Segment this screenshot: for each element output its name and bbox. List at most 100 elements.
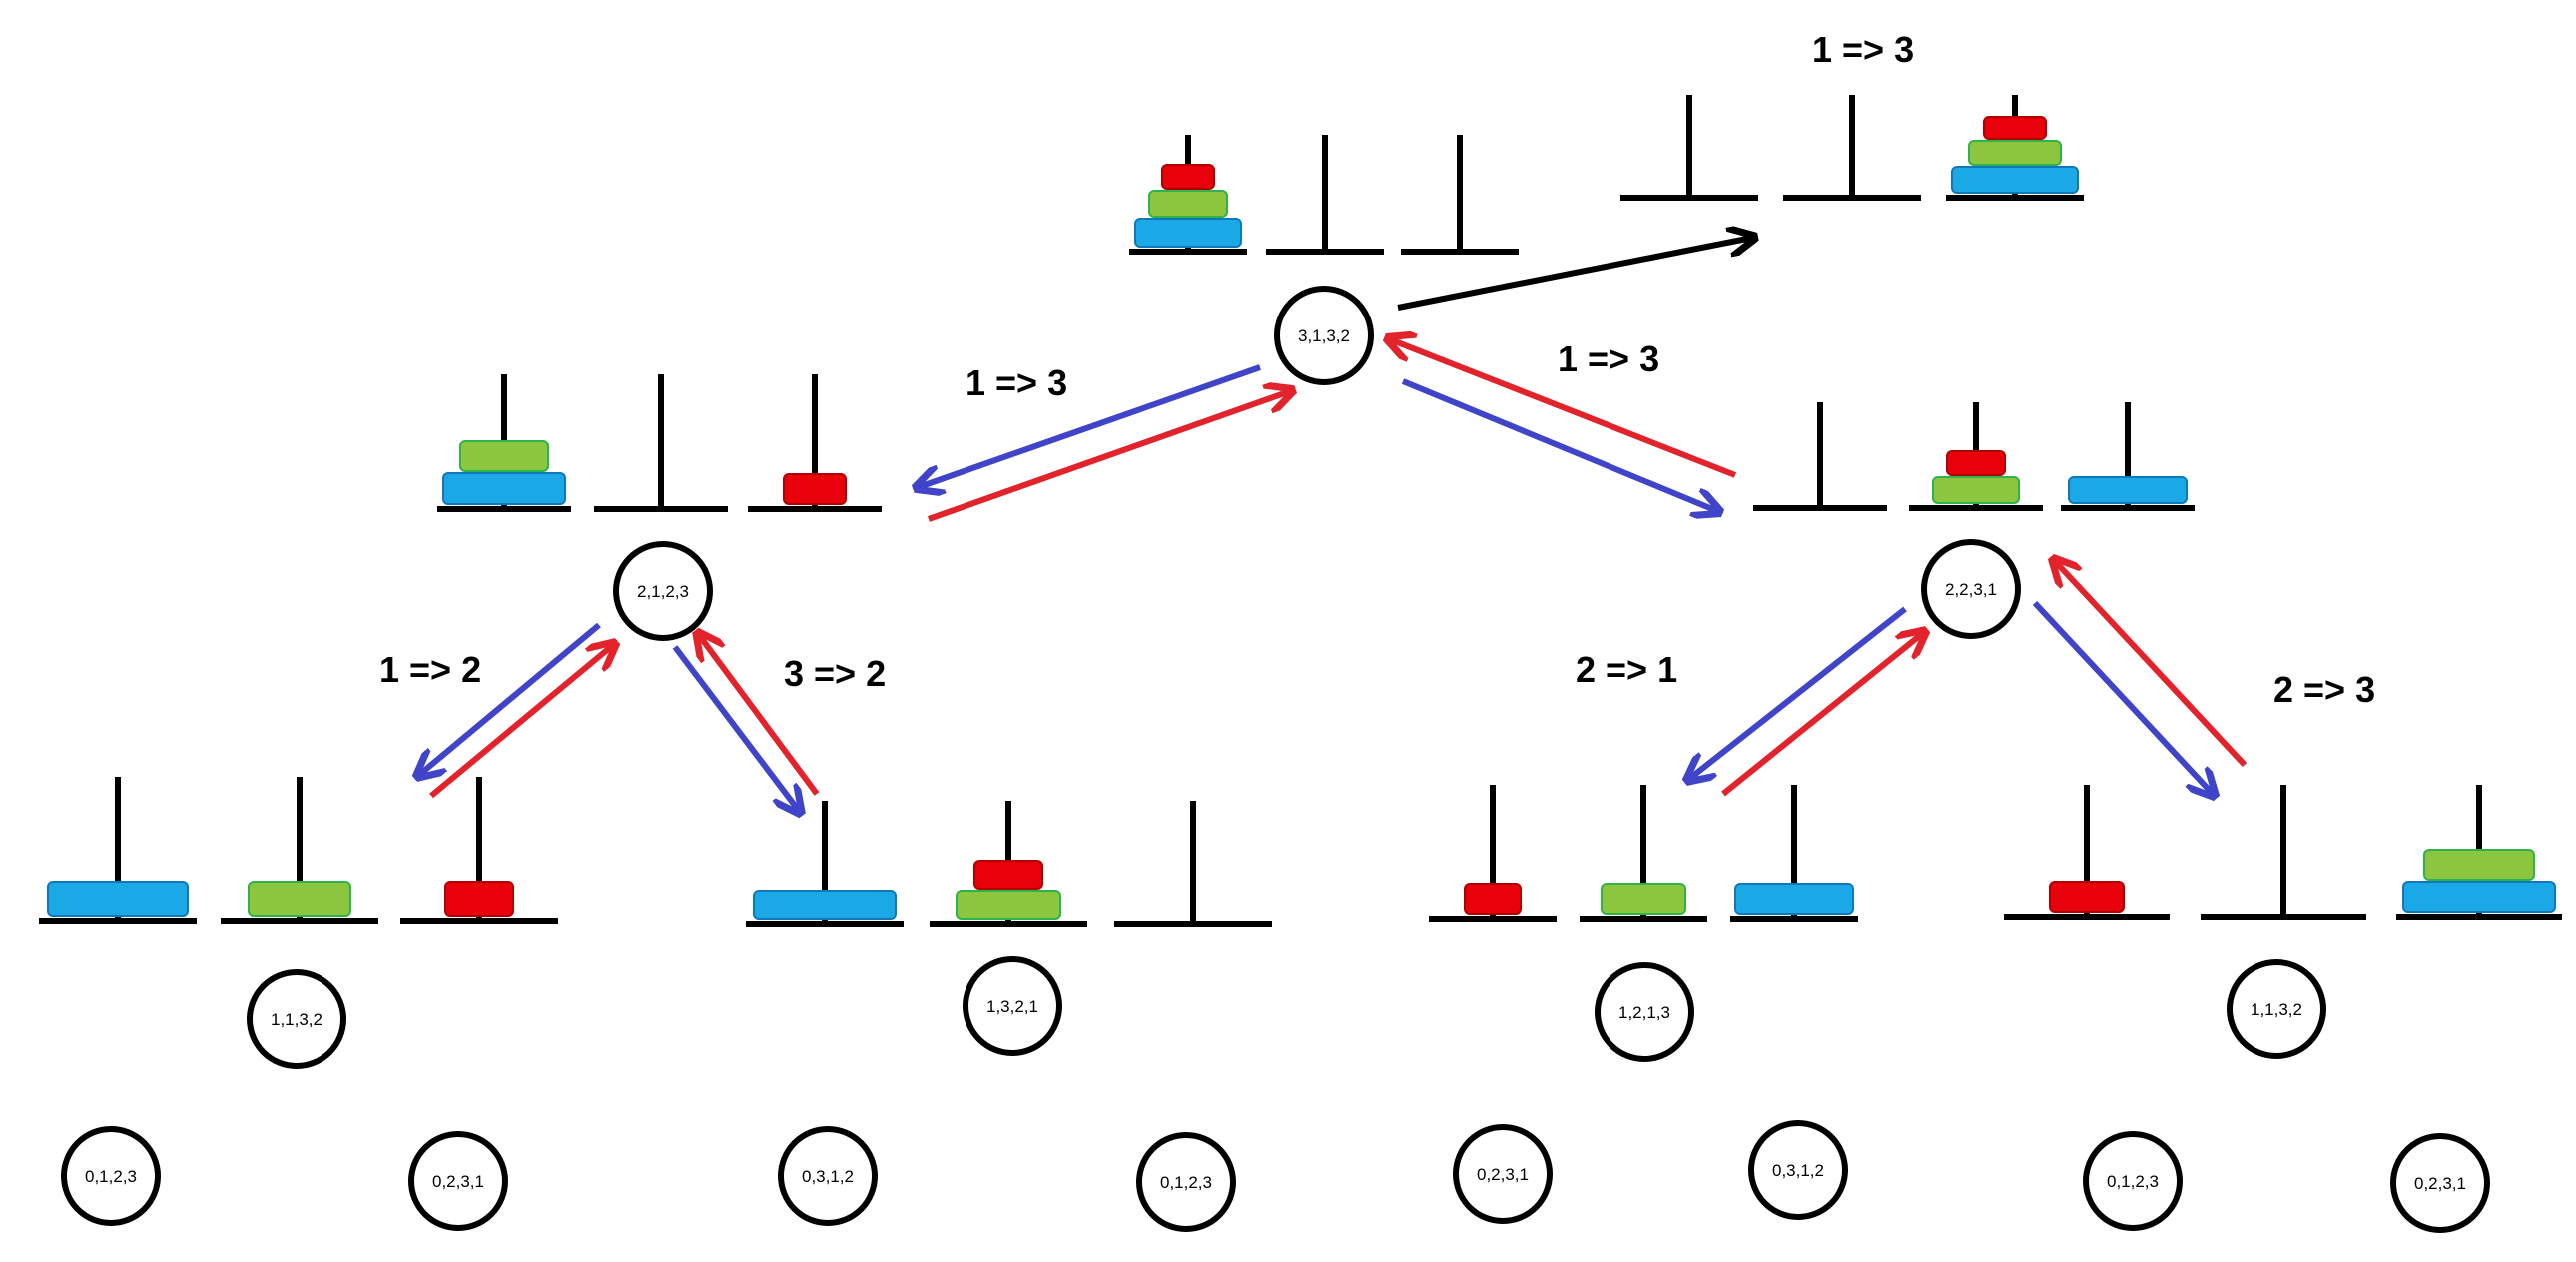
peg-2 <box>1909 402 2043 511</box>
node-right <box>1921 539 2021 639</box>
left-to-ll-arrow <box>419 622 601 775</box>
disk-medium <box>1601 883 1686 915</box>
node-right-label: 2,2,3,1 <box>1945 580 1997 599</box>
disk-large <box>1134 218 1242 248</box>
disk-small <box>1464 883 1522 915</box>
peg-1 <box>1129 135 1247 255</box>
ll-to-left-arrow <box>429 645 613 799</box>
node-rl <box>1595 962 1694 1062</box>
tower-state-start <box>1129 135 1519 255</box>
node-rr <box>2227 959 2326 1059</box>
node-leaf-7-label: 0,1,2,3 <box>2107 1172 2159 1191</box>
peg-1 <box>1620 95 1758 201</box>
node-leaf-8 <box>2390 1133 2490 1233</box>
peg-2 <box>1580 785 1707 922</box>
disk-small <box>444 881 514 917</box>
peg-3 <box>748 374 882 512</box>
peg-1 <box>1429 785 1557 922</box>
tower-state-lr <box>746 801 1272 927</box>
node-left-label: 2,1,2,3 <box>637 582 689 601</box>
left-left-move-label: 1 => 2 <box>379 649 481 690</box>
peg-2 <box>221 777 378 924</box>
tower-state-goal <box>1620 95 2084 201</box>
node-lr <box>963 956 1062 1056</box>
disk-large <box>2402 881 2556 913</box>
root-right-move-label: 1 => 3 <box>1558 338 1659 379</box>
disk-medium <box>1968 140 2062 166</box>
disk-medium <box>2423 849 2535 881</box>
disk-small <box>973 860 1043 890</box>
disk-large <box>1734 883 1854 915</box>
root-to-right-arrow <box>1401 378 1717 511</box>
root-left-move-label: 1 => 3 <box>966 362 1067 403</box>
node-leaf-5-label: 0,2,3,1 <box>1477 1165 1529 1184</box>
node-leaf-8-label: 0,2,3,1 <box>2414 1174 2466 1193</box>
disk-large <box>47 881 189 917</box>
node-leaf-1-label: 0,1,2,3 <box>85 1167 137 1186</box>
peg-3 <box>1730 785 1858 922</box>
node-root <box>1274 286 1374 385</box>
tower-state-right <box>1753 402 2195 511</box>
right-left-move-label: 2 => 1 <box>1576 649 1677 690</box>
node-leaf-2 <box>408 1131 508 1231</box>
goal-move-label: 1 => 3 <box>1812 29 1914 70</box>
disk-large <box>442 472 566 505</box>
node-leaf-7 <box>2083 1131 2183 1231</box>
peg-3 <box>400 777 558 924</box>
tower-state-rr <box>2004 785 2562 920</box>
peg-3 <box>1114 801 1272 927</box>
goal-arrow <box>1397 238 1752 311</box>
node-leaf-4-label: 0,1,2,3 <box>1160 1173 1212 1192</box>
peg-2 <box>1783 95 1921 201</box>
node-leaf-6-label: 0,3,1,2 <box>1772 1161 1824 1180</box>
peg-3 <box>1401 135 1519 255</box>
peg-1 <box>2004 785 2170 920</box>
disk-small <box>1946 450 2006 476</box>
right-right-move-label: 2 => 3 <box>2273 669 2375 710</box>
node-leaf-3-label: 0,3,1,2 <box>802 1167 854 1186</box>
disk-medium <box>248 881 351 917</box>
right-to-rl-arrow <box>1689 606 1907 779</box>
disk-small <box>1983 116 2047 140</box>
disk-medium <box>1932 476 2020 504</box>
node-leaf-5 <box>1453 1124 1553 1224</box>
node-left <box>613 541 713 641</box>
peg-2 <box>2201 785 2366 920</box>
node-leaf-6 <box>1748 1120 1848 1220</box>
disk-medium <box>956 890 1061 920</box>
root-to-left-arrow <box>919 364 1261 487</box>
disk-large <box>753 890 897 920</box>
peg-2 <box>1266 135 1384 255</box>
rl-to-right-arrow <box>1721 633 1923 797</box>
disk-large <box>2068 476 2188 504</box>
tower-state-ll <box>39 777 558 924</box>
peg-1 <box>39 777 197 924</box>
disk-small <box>1161 164 1215 190</box>
node-leaf-2-label: 0,2,3,1 <box>432 1172 484 1191</box>
node-root-label: 3,1,3,2 <box>1298 326 1350 345</box>
peg-2 <box>930 801 1087 927</box>
right-to-root-arrow <box>1390 339 1737 478</box>
disk-medium <box>459 440 549 472</box>
node-ll <box>247 969 346 1069</box>
node-ll-label: 1,1,3,2 <box>271 1010 322 1029</box>
peg-3 <box>1946 95 2084 201</box>
tower-state-rl <box>1429 785 1858 922</box>
node-lr-label: 1,3,2,1 <box>986 997 1038 1016</box>
left-right-move-label: 3 => 2 <box>784 653 886 694</box>
disk-small <box>783 473 847 505</box>
disk-large <box>1951 166 2079 194</box>
peg-1 <box>1753 402 1887 511</box>
node-rl-label: 1,2,1,3 <box>1618 1003 1670 1022</box>
lr-to-left-arrow <box>699 635 820 796</box>
disk-medium <box>1148 190 1228 218</box>
right-to-rr-arrow <box>2032 600 2213 794</box>
node-leaf-1 <box>61 1126 161 1226</box>
peg-3 <box>2061 402 2195 511</box>
rr-to-right-arrow <box>2055 561 2248 768</box>
disk-small <box>2049 881 2125 913</box>
node-leaf-4 <box>1136 1132 1236 1232</box>
left-to-lr-arrow <box>672 645 799 811</box>
left-to-root-arrow <box>927 391 1290 522</box>
